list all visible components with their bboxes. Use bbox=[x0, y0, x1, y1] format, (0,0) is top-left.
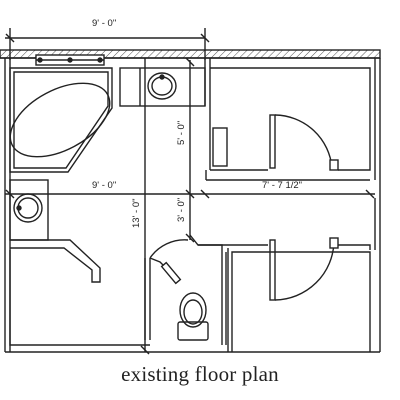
upper-right-room bbox=[205, 67, 371, 181]
toilet bbox=[177, 292, 209, 341]
lower-vanity-sink bbox=[9, 179, 49, 241]
upper-vanity-sink bbox=[119, 67, 206, 107]
dim-top-width: 9' - 0" bbox=[92, 18, 116, 29]
dimension-line-vertical bbox=[140, 57, 195, 355]
plan-caption: existing floor plan bbox=[121, 362, 279, 386]
vanity-counter bbox=[10, 239, 101, 283]
bathtub bbox=[9, 67, 113, 173]
upper-door bbox=[269, 114, 339, 171]
window bbox=[35, 54, 105, 66]
middle-wall bbox=[189, 234, 371, 250]
dim-mid-width: 9' - 0" bbox=[92, 180, 116, 191]
dim-right-width: 7' - 7 1/2" bbox=[262, 180, 302, 191]
dim-upper-height: 5' - 0" bbox=[176, 121, 187, 145]
dim-lower-height: 3' - 0" bbox=[176, 198, 187, 222]
lower-left-room bbox=[9, 250, 151, 346]
dimension-line-top bbox=[5, 28, 210, 60]
dim-total-height: 13' - 0" bbox=[131, 199, 142, 228]
toilet-room-door bbox=[149, 239, 189, 285]
lower-door bbox=[269, 237, 339, 301]
dimension-line-middle bbox=[5, 189, 375, 199]
toilet-room-walls bbox=[198, 244, 227, 345]
outer-walls bbox=[4, 58, 381, 353]
lower-right-room bbox=[227, 248, 371, 352]
center-partition-wall bbox=[204, 58, 211, 106]
